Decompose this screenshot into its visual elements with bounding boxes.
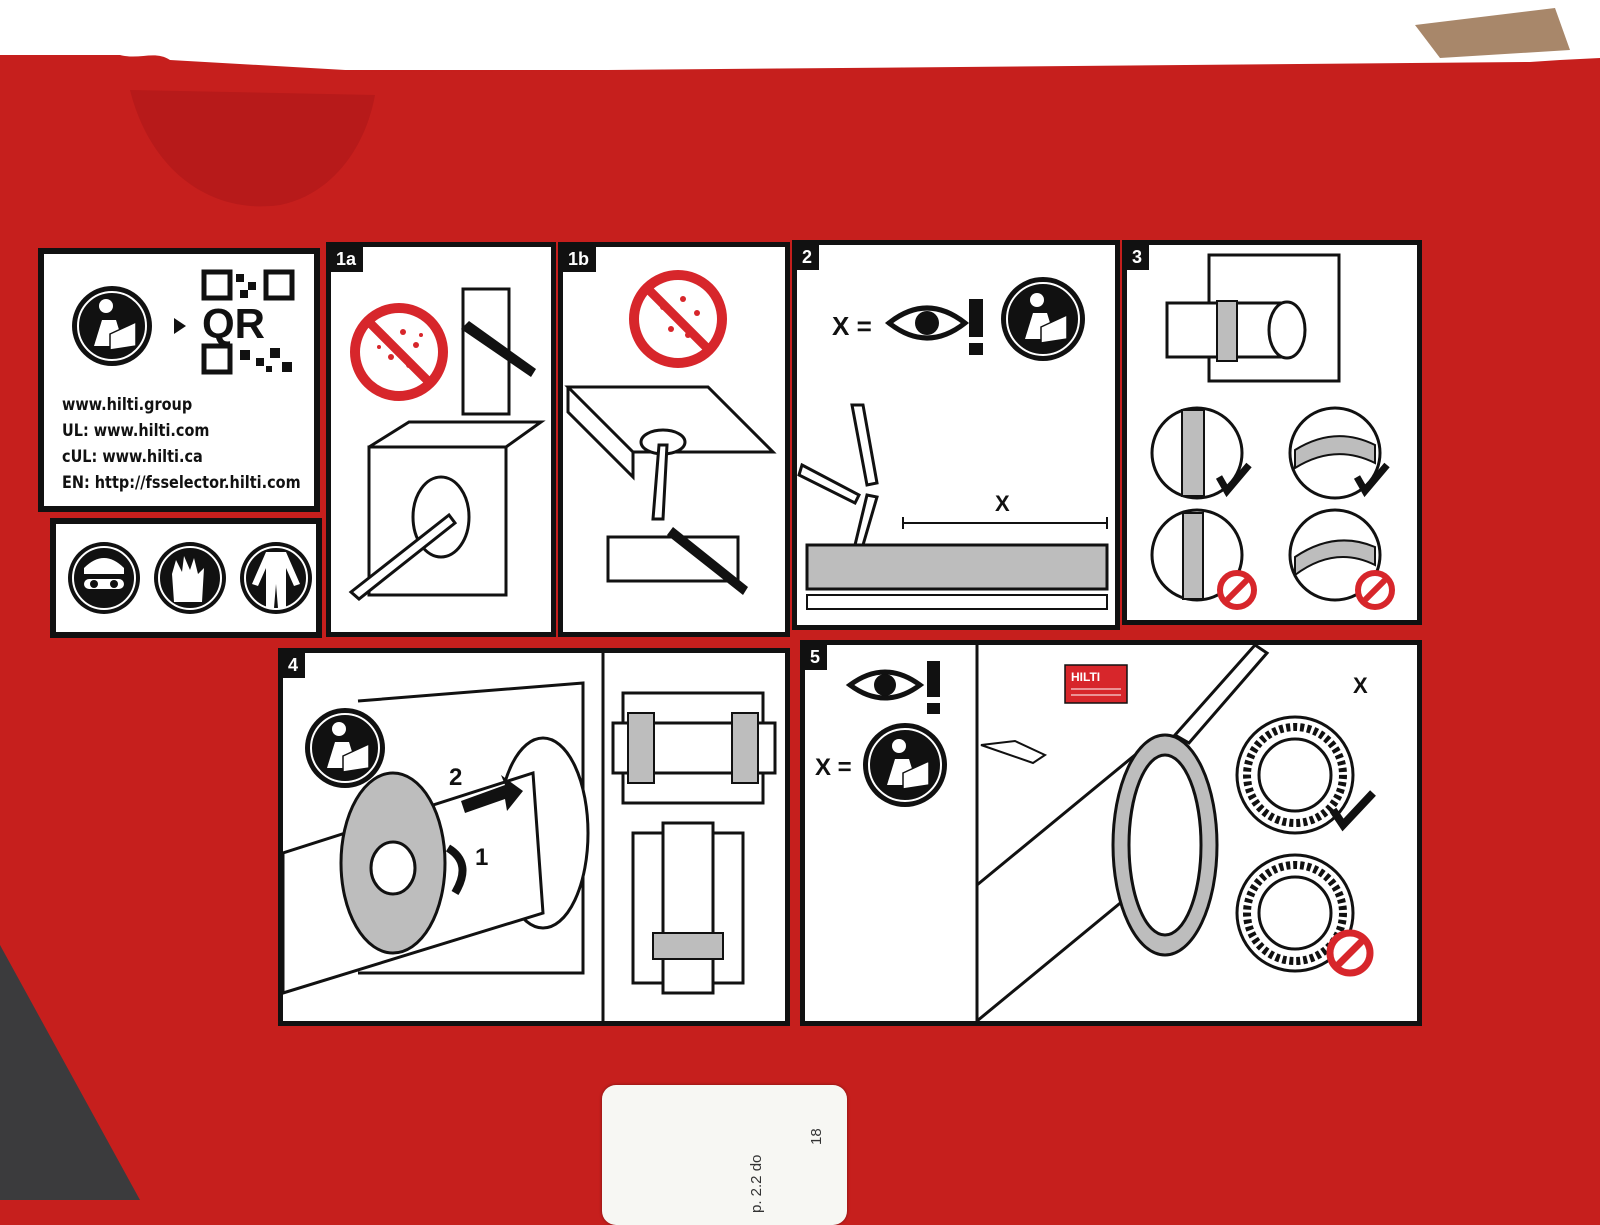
- link-en[interactable]: EN: http://fsselector.hilti.com: [62, 473, 301, 493]
- step-5-badge: 5: [805, 645, 828, 670]
- step-1b-panel: 1b: [558, 242, 790, 637]
- measure-label: X: [995, 491, 1010, 516]
- box-corner-tear: [1415, 8, 1570, 58]
- brush-handle: [348, 512, 458, 601]
- step-1a-panel: 1a: [326, 242, 556, 637]
- hilti-label-icon: HILTI: [1064, 664, 1128, 704]
- callout-label: X: [1353, 673, 1368, 698]
- arrow-label-2: 2: [449, 764, 462, 791]
- link-ul[interactable]: UL: www.hilti.com: [62, 421, 210, 441]
- ruler: [806, 594, 1108, 610]
- wrap-band: [1216, 300, 1238, 362]
- shipping-label: p. 2.2 do 18: [602, 1085, 847, 1225]
- ceiling-slab: [564, 385, 777, 454]
- step-4-illustration: 2 1: [283, 653, 777, 1021]
- step-5-illustration: X = HILTI X: [815, 645, 1376, 1021]
- wrong-example-2: [1288, 508, 1395, 610]
- info-panel-graphics: QR: [72, 269, 295, 375]
- sticker-text-2: 18: [808, 1128, 825, 1145]
- qr-code-icon: [201, 269, 295, 375]
- correct-example-1: [1150, 406, 1252, 500]
- manual-reader-icon: [305, 708, 385, 788]
- arrow-rotate-icon: [445, 844, 467, 896]
- trowel-icon: [980, 739, 1048, 765]
- step-3-illustration: [1150, 253, 1395, 610]
- manual-reader-icon: [863, 723, 947, 807]
- brush-handle: [651, 443, 669, 521]
- ppe-panel: [50, 518, 322, 638]
- box-notch: [130, 90, 375, 207]
- brush-icon: [461, 321, 536, 377]
- goggles-icon: [68, 542, 140, 614]
- arrow-label-1: 1: [475, 844, 488, 871]
- hilti-brand-label: HILTI: [1071, 670, 1100, 684]
- manual-reader-icon: [72, 286, 152, 366]
- step-1b-badge: 1b: [563, 247, 597, 272]
- checkmark-icon: [1329, 790, 1376, 832]
- step-5-formula: X =: [815, 754, 852, 781]
- qr-label: QR: [202, 300, 265, 347]
- checkmark-icon: [1353, 462, 1390, 498]
- step-2-illustration: X = X: [797, 277, 1109, 610]
- manual-reader-icon: [1001, 277, 1085, 361]
- exclamation-icon: [969, 299, 983, 355]
- info-panel: QR www.hilti.group UL: www.hilti.com cUL…: [38, 248, 320, 512]
- step-5-panel: 5 X = HILTI: [800, 640, 1422, 1026]
- arrow-icon: [174, 318, 186, 334]
- exclamation-icon: [927, 661, 940, 714]
- pliers-icon: [797, 403, 879, 547]
- arrow-push-icon: [461, 775, 523, 813]
- step-2-panel: 2 X =: [792, 240, 1120, 630]
- brush-icon: [667, 527, 748, 595]
- wrong-marking: [1235, 853, 1374, 977]
- step-1a-badge: 1a: [331, 247, 364, 272]
- correct-marking: [1235, 715, 1376, 835]
- eye-icon: [884, 305, 970, 341]
- step-3-badge: 3: [1127, 245, 1150, 270]
- step-4-badge: 4: [283, 653, 306, 678]
- pencil-icon: [1172, 645, 1270, 745]
- floor-shadow: [0, 945, 140, 1200]
- detail-bottom: [631, 821, 745, 995]
- gloves-icon: [154, 542, 226, 614]
- step-3-panel: 3: [1122, 240, 1422, 625]
- firestop-wrap-strip: [805, 543, 1109, 591]
- detail-top: [611, 691, 777, 805]
- link-cul[interactable]: cUL: www.hilti.ca: [62, 447, 203, 467]
- no-dust-icon: [350, 303, 448, 401]
- ppe-icons: [68, 542, 312, 614]
- step-4-panel: 4 2 1: [278, 648, 790, 1026]
- sticker-text-1: p. 2.2 do: [748, 1154, 765, 1213]
- correct-example-2: [1288, 406, 1390, 500]
- no-dust-icon: [629, 270, 727, 368]
- step-2-badge: 2: [797, 245, 820, 270]
- step-1b-illustration: [564, 270, 777, 595]
- checkmark-icon: [1215, 462, 1252, 498]
- coverall-icon: [240, 542, 312, 614]
- wrong-example-1: [1150, 508, 1257, 610]
- step-2-formula: X =: [832, 311, 872, 341]
- eye-icon: [845, 669, 925, 701]
- step-1a-illustration: [348, 287, 546, 601]
- info-links: www.hilti.group UL: www.hilti.com cUL: w…: [62, 392, 314, 496]
- link-hilti-group[interactable]: www.hilti.group: [62, 395, 193, 415]
